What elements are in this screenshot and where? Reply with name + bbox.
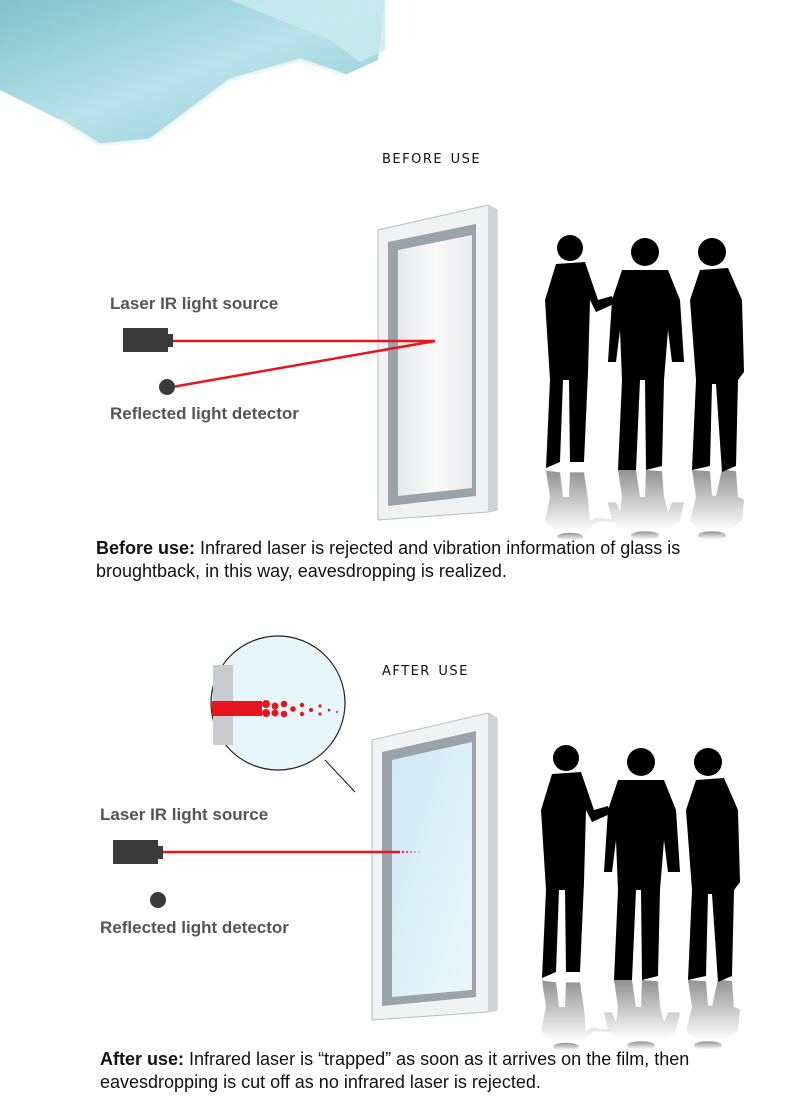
laser-source-icon <box>123 328 168 352</box>
people-silhouettes-after <box>541 745 740 1051</box>
before-caption-lead: Before use: <box>96 538 196 558</box>
window-before <box>377 204 498 521</box>
after-laser-label: Laser IR light source <box>100 805 269 824</box>
people-silhouettes-before <box>545 235 744 541</box>
after-caption-text: Infrared laser is “trapped” as soon as i… <box>100 1049 690 1092</box>
after-detector-label: Reflected light detector <box>100 918 289 937</box>
after-caption: After use: Infrared laser is “trapped” a… <box>100 1048 780 1094</box>
reflected-laser-beam <box>171 339 436 389</box>
window-film-roll-image <box>0 0 385 147</box>
before-caption-text: Infrared laser is rejected and vibration… <box>96 538 681 581</box>
laser-source-icon <box>113 840 158 864</box>
before-heading: Before use <box>382 146 482 168</box>
window-after <box>371 712 498 1021</box>
after-caption-lead: After use: <box>100 1049 185 1069</box>
before-laser-label: Laser IR light source <box>110 294 279 313</box>
detector-icon <box>150 892 166 908</box>
after-heading: After use <box>382 658 469 680</box>
before-detector-label: Reflected light detector <box>110 404 299 423</box>
detector-icon <box>159 379 175 395</box>
before-caption: Before use: Infrared laser is rejected a… <box>96 537 776 583</box>
magnifier-detail <box>210 635 356 793</box>
